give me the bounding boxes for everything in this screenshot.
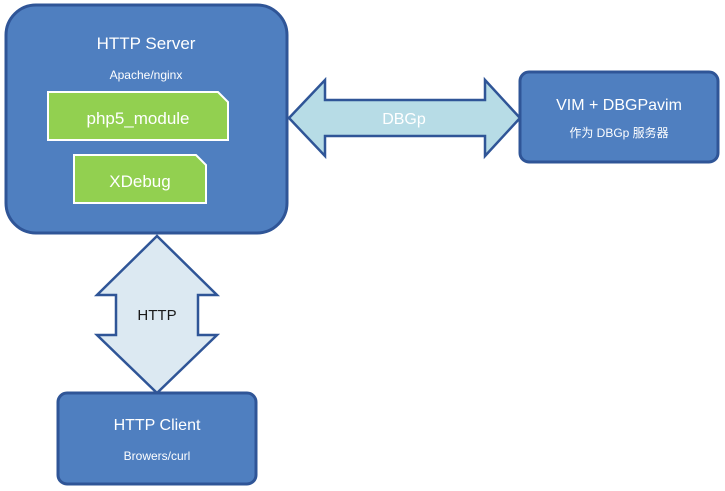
http-client-box	[56, 391, 258, 486]
http-server-node: HTTP Server Apache/nginx php5_module XDe…	[4, 3, 289, 235]
http-server-title: HTTP Server	[97, 34, 196, 53]
http-client-title: HTTP Client	[114, 417, 201, 434]
php5-module-box	[47, 91, 229, 141]
http-connector: HTTP	[93, 234, 221, 395]
xdebug-module-box	[73, 154, 207, 204]
vim-box	[518, 70, 720, 164]
xdebug-module-label: XDebug	[109, 172, 170, 191]
vim-node: VIM + DBGPavim 作为 DBGp 服务器	[518, 70, 720, 164]
http-server-subtitle: Apache/nginx	[110, 68, 183, 82]
http-label: HTTP	[137, 307, 176, 324]
dbgp-label: DBGp	[382, 111, 426, 128]
http-client-node: HTTP Client Browers/curl	[56, 391, 258, 486]
http-client-subtitle: Browers/curl	[124, 449, 191, 463]
vim-title: VIM + DBGPavim	[556, 97, 682, 114]
php5-module-label: php5_module	[86, 109, 189, 128]
vim-subtitle: 作为 DBGp 服务器	[569, 125, 668, 140]
dbgp-connector: DBGp	[287, 76, 522, 160]
